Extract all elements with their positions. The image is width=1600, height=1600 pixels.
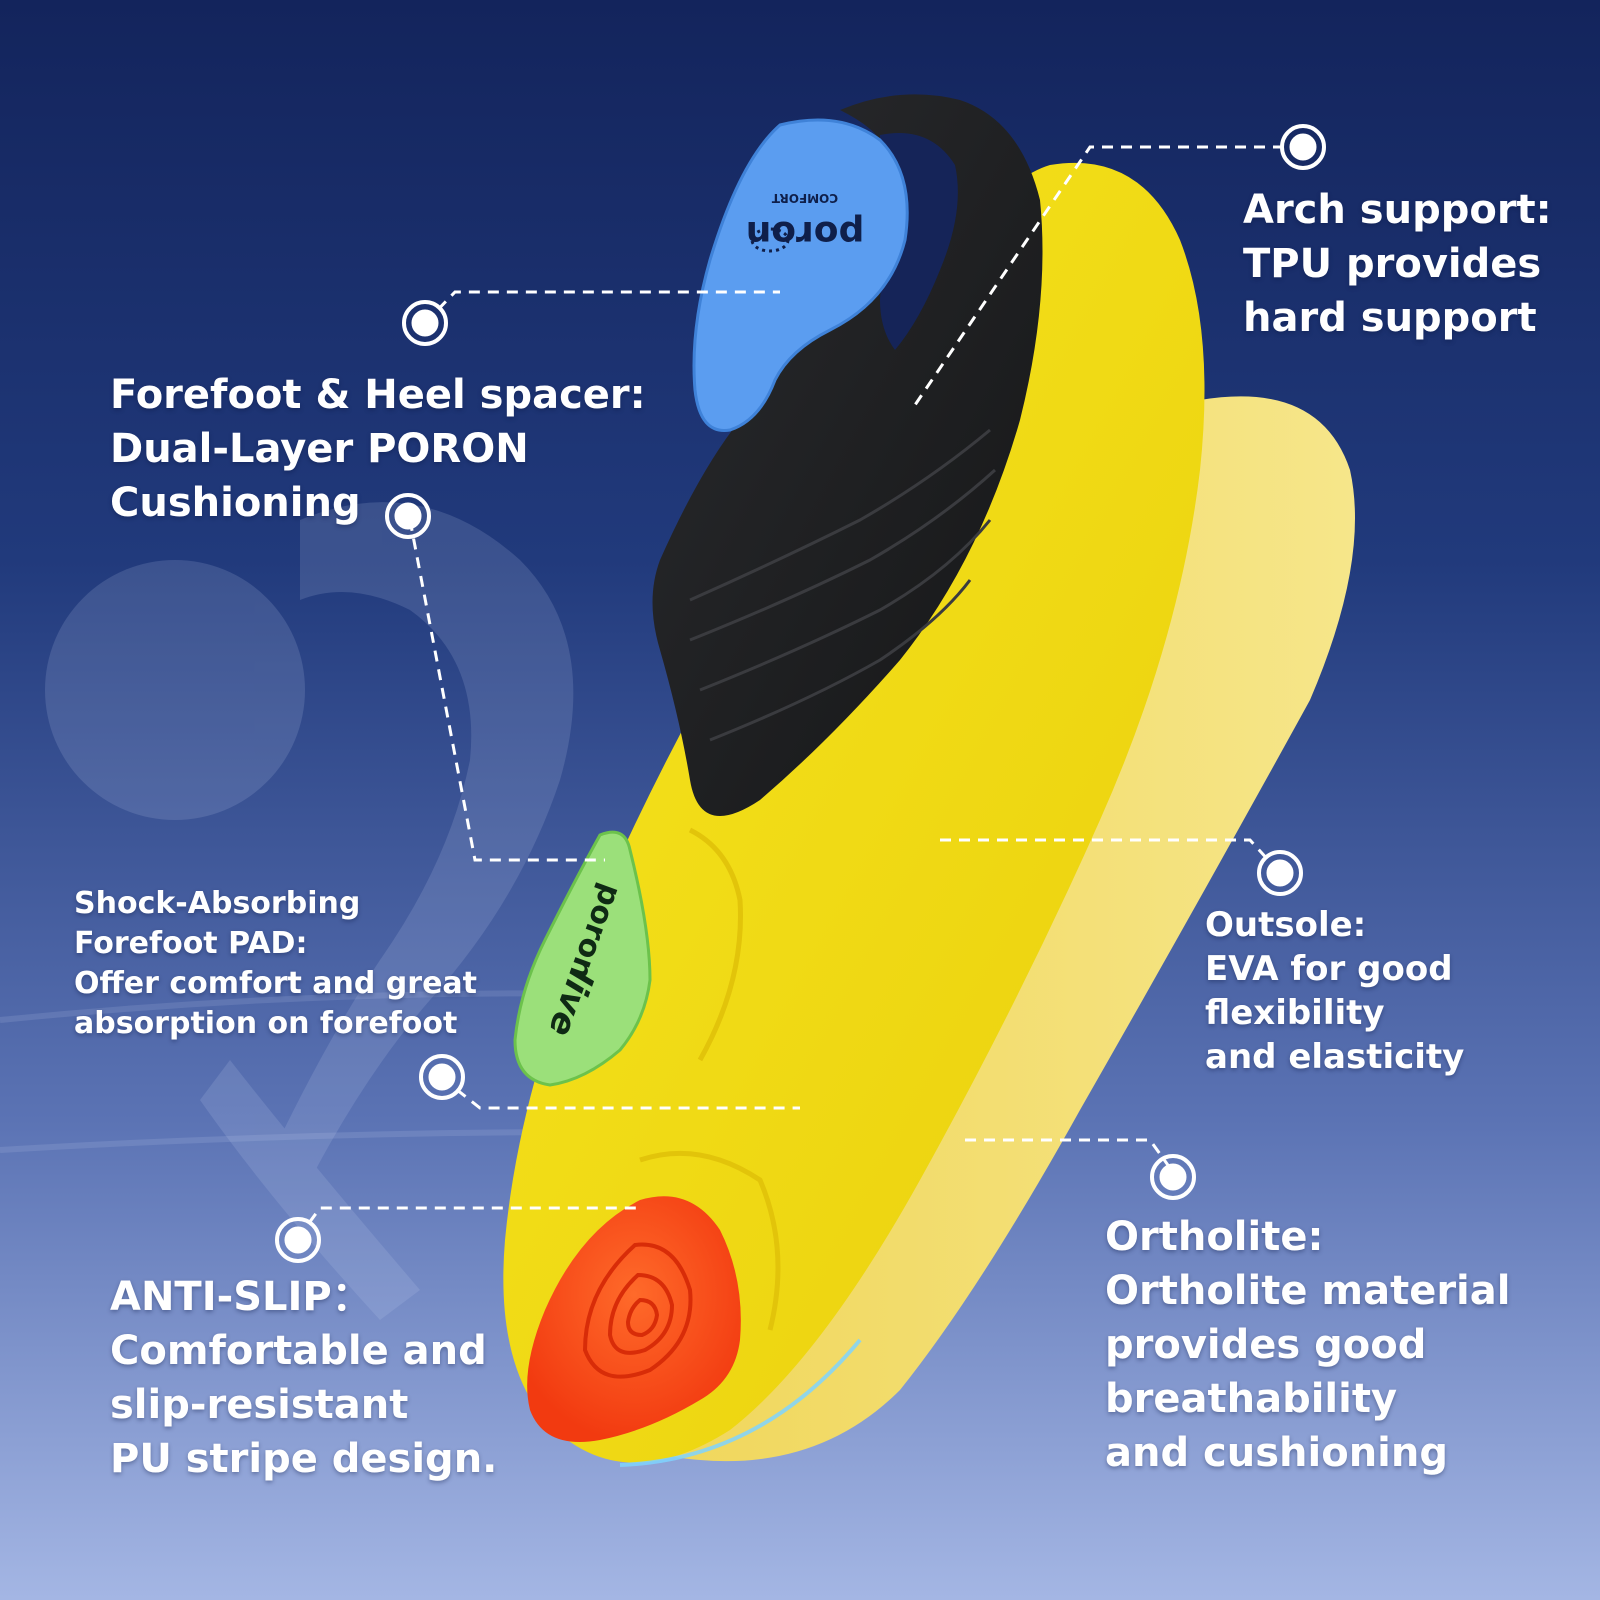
arch-support-dot — [1280, 124, 1326, 170]
forefoot-pad-callout: Shock-Absorbing Forefoot PAD: Offer comf… — [74, 884, 477, 1044]
outsole-line-4: and elasticity — [1205, 1037, 1465, 1077]
anti-slip-line-3: slip-resistant — [110, 1382, 409, 1428]
callout-connectors — [296, 145, 1303, 1239]
heel-spacer-callout: Forefoot & Heel spacer: Dual-Layer PORON… — [110, 368, 646, 530]
forefoot-pad-connector — [408, 519, 605, 862]
ortholite-connector — [965, 1138, 1177, 1176]
forefoot-lower-dot — [419, 1054, 465, 1100]
callout-dots — [275, 124, 1326, 1263]
flex-arc-glow — [619, 1338, 862, 1467]
arch-support-line-3: hard support — [1243, 295, 1537, 341]
insole-main-layer — [503, 162, 1205, 1463]
anti-slip-connector — [296, 1206, 640, 1239]
arch-support-connector — [913, 145, 1303, 406]
anti-slip-callout: ANTI-SLIP： Comfortable and slip-resistan… — [110, 1270, 497, 1486]
ortholite-dot — [1150, 1154, 1196, 1200]
outsole-title: Outsole: — [1205, 905, 1367, 945]
ortholite-line-2: Ortholite material — [1105, 1268, 1511, 1314]
insole-mid-groove — [688, 827, 743, 1062]
forefoot-pad-line-3: Offer comfort and great — [74, 966, 478, 1001]
heel-pad-blue — [692, 118, 909, 432]
forefoot-pad-title: Shock-Absorbing — [74, 886, 361, 921]
forefoot-pad-line-2: Forefoot PAD: — [74, 926, 308, 961]
anti-slip-line-4: PU stripe design. — [110, 1436, 498, 1482]
heel-spacer-connector — [423, 290, 780, 325]
heel-spacer-line-2: Dual-Layer PORON — [110, 426, 529, 472]
outsole-callout: Outsole: EVA for good flexibility and el… — [1205, 903, 1464, 1079]
anti-slip-dot — [275, 1217, 321, 1263]
background-athlete-silhouette — [45, 502, 574, 1320]
heel-spacer-title: Forefoot & Heel spacer: — [110, 372, 646, 418]
heel-pad-sub: COMFORT — [771, 191, 838, 205]
arch-support-ribs — [689, 428, 997, 742]
ortholite-line-4: breathability — [1105, 1376, 1398, 1422]
anti-slip-line-2: Comfortable and — [110, 1328, 487, 1374]
anti-slip-title: ANTI-SLIP： — [110, 1274, 372, 1320]
forefoot-lower-connector — [441, 1076, 800, 1110]
heel-spacer-dot — [402, 300, 448, 346]
ortholite-line-5: and cushioning — [1105, 1430, 1448, 1476]
heel-pad-logo: poron COMFORT — [746, 191, 865, 254]
ortholite-callout: Ortholite: Ortholite material provides g… — [1105, 1210, 1510, 1480]
forefoot-pad-line-4: absorption on forefoot — [74, 1006, 458, 1041]
arch-support-shell — [652, 94, 1043, 816]
ortholite-line-3: provides good — [1105, 1322, 1427, 1368]
outsole-line-3: flexibility — [1205, 993, 1385, 1033]
forefoot-pad-green — [513, 830, 652, 1087]
outsole-line-2: EVA for good — [1205, 949, 1453, 989]
ortholite-foam-layer — [640, 396, 1355, 1462]
arch-support-line-2: TPU provides — [1243, 241, 1542, 287]
outsole-connector — [940, 838, 1282, 875]
arch-support-callout: Arch support: TPU provides hard support — [1243, 183, 1552, 345]
heel-spacer-line-3: Cushioning — [110, 480, 361, 526]
ortholite-title: Ortholite: — [1105, 1214, 1324, 1260]
anti-slip-ridges — [582, 1242, 693, 1379]
heel-pad-infinity-icon — [750, 227, 790, 253]
anti-slip-pad-red — [527, 1196, 741, 1442]
insole-forefoot-groove — [639, 1150, 781, 1331]
forefoot-pad-dot — [385, 493, 431, 539]
outsole-dot — [1257, 850, 1303, 896]
heel-pad-brand: poron — [746, 213, 865, 254]
arch-support-title: Arch support: — [1243, 187, 1552, 233]
